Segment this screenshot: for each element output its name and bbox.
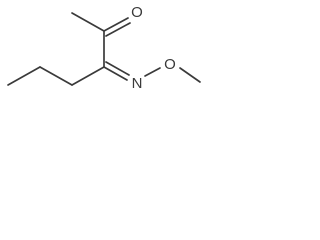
oxygen-ether-label: O	[164, 56, 176, 73]
bond-propyl-1	[7, 66, 41, 86]
nitrogen-label: N	[132, 75, 143, 92]
bond-c2-methyl	[71, 12, 105, 32]
bond-carbonyl-inner	[105, 22, 131, 37]
chemical-structure-diagram: O N O	[7, 4, 201, 92]
bond-propyl-3	[71, 66, 105, 86]
bond-n-o	[144, 67, 161, 77]
bond-propyl-2	[39, 66, 73, 86]
bond-o-methyl	[179, 67, 201, 83]
bond-imine-outer	[103, 66, 128, 81]
oxygen-carbonyl-label: O	[131, 4, 143, 21]
bond-imine-inner	[105, 61, 130, 76]
bond-carbonyl-outer	[103, 17, 129, 32]
